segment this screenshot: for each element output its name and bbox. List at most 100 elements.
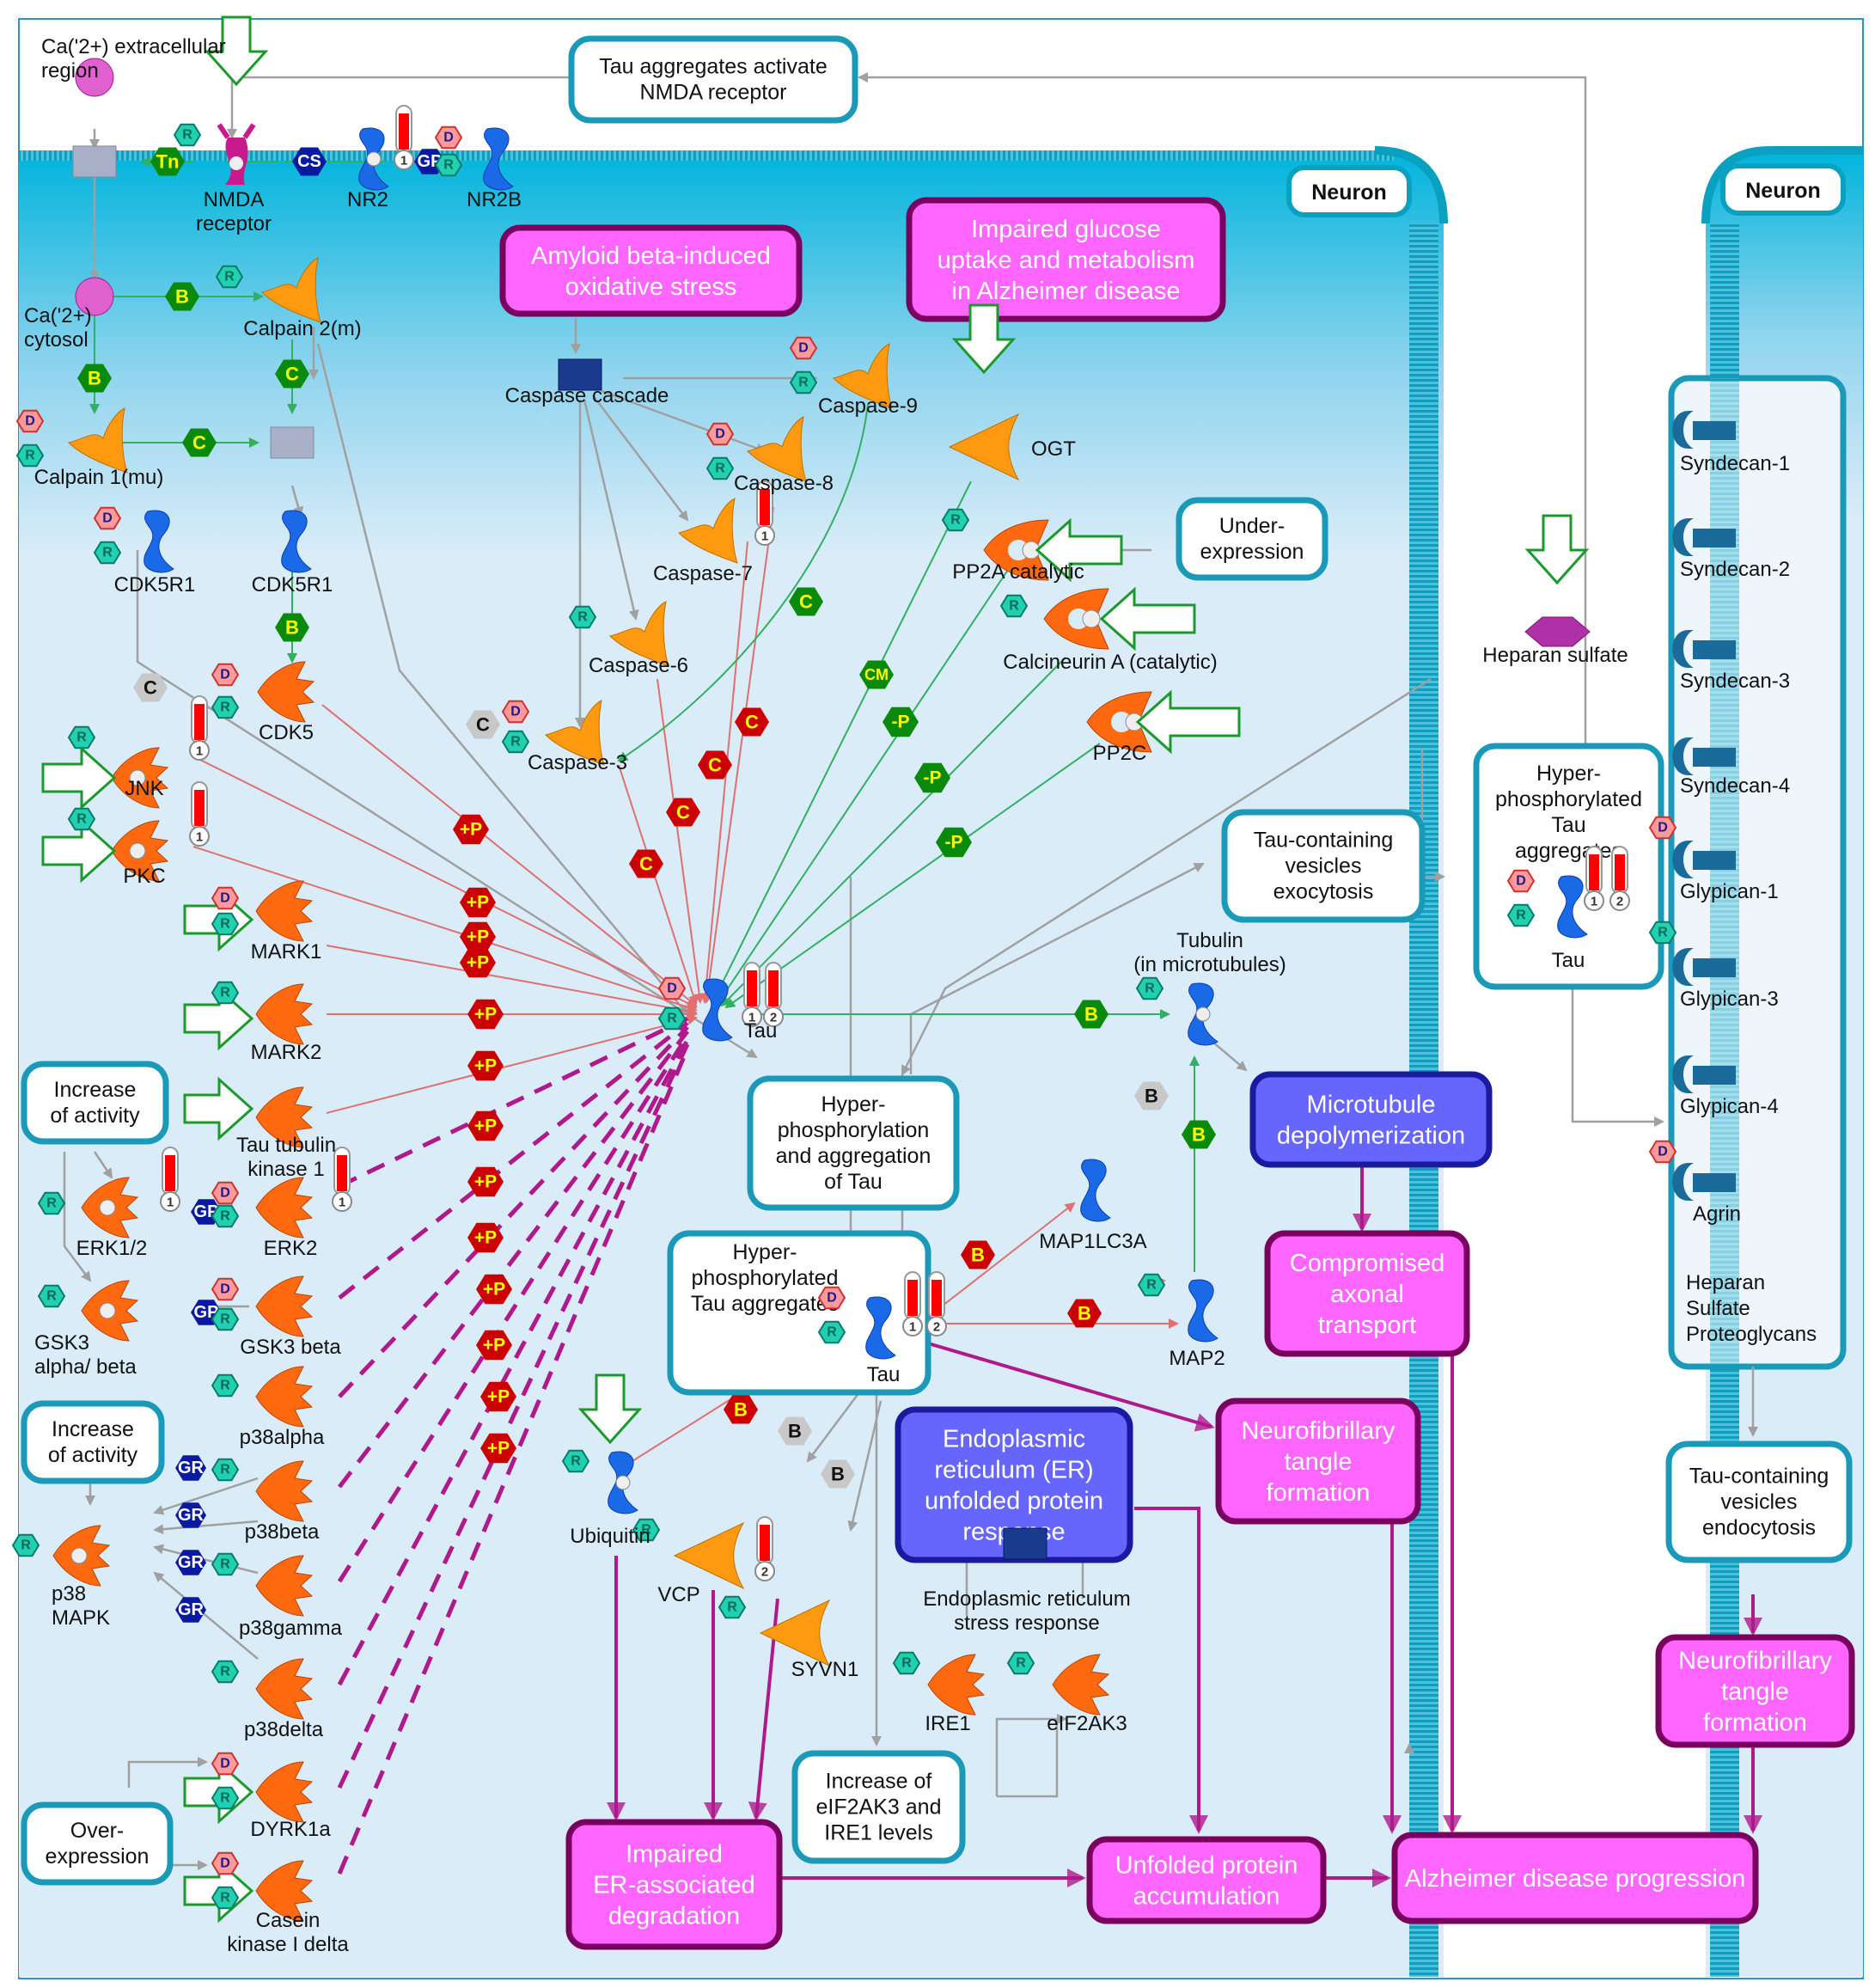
p38d-kinase[interactable]: [255, 1658, 314, 1720]
caspase-7[interactable]: [678, 498, 738, 564]
pp2c-phosphatase[interactable]: [1086, 691, 1152, 753]
glypican-1-receptor[interactable]: [1672, 841, 1736, 878]
cdk5r1-protein-b[interactable]: [281, 510, 312, 573]
svg-text:+P: +P: [487, 1439, 510, 1459]
regulation-badge: R: [211, 981, 240, 1005]
caspase-7-thermometer: 1: [754, 480, 775, 546]
caspase-cascade-icon: [558, 358, 602, 391]
calcium-extracellular[interactable]: [75, 58, 114, 97]
glypican-3-receptor[interactable]: [1672, 948, 1736, 986]
thermometer-index: 1: [167, 1196, 174, 1210]
p38b-kinase[interactable]: [255, 1460, 314, 1522]
svg-text:B: B: [788, 1421, 802, 1442]
activation-star-icon: [70, 1547, 88, 1564]
regulation-badge: R: [718, 1595, 747, 1619]
p38a-kinase[interactable]: [255, 1366, 314, 1428]
heparan-sulfate[interactable]: [1524, 616, 1591, 647]
alzheimer-progression-process[interactable]: Alzheimer disease progression: [1391, 1832, 1759, 1924]
tau-right-protein[interactable]: [1557, 875, 1588, 939]
nr2b-protein[interactable]: [483, 127, 514, 191]
svg-text:+P: +P: [474, 1172, 497, 1192]
nr2-protein[interactable]: [358, 127, 389, 191]
inhibition-arrow-icon: [41, 745, 117, 810]
syndecan-1-receptor[interactable]: [1672, 411, 1736, 449]
svg-text:B: B: [831, 1464, 845, 1485]
mark1-kinase[interactable]: [255, 880, 314, 942]
syndecan-4-receptor[interactable]: [1672, 737, 1736, 775]
map1lc3a-protein[interactable]: [1080, 1159, 1111, 1222]
regulation-badge: R: [1506, 903, 1536, 927]
cdk5-kinase[interactable]: [257, 661, 315, 723]
eif2ak3-kinase[interactable]: [1052, 1654, 1110, 1716]
tau-aggregate-protein[interactable]: [865, 1296, 896, 1360]
svg-text:B: B: [175, 286, 189, 308]
erk12-kinase[interactable]: [81, 1177, 139, 1239]
p38g-kinase[interactable]: [255, 1555, 314, 1617]
gsk3ab-kinase[interactable]: [81, 1280, 139, 1342]
ogt-enzyme[interactable]: [948, 413, 1020, 481]
dyrk1a-kinase[interactable]: [255, 1761, 314, 1823]
dna-badge: D: [211, 1181, 240, 1205]
vcp-enzyme[interactable]: [673, 1521, 745, 1590]
caspase-9[interactable]: [833, 343, 893, 409]
caspase-6[interactable]: [609, 601, 669, 667]
regulation-badge: R: [37, 1284, 66, 1308]
ire1-kinase[interactable]: [927, 1654, 986, 1716]
caspase6-label: Caspase-6: [589, 654, 688, 677]
nr2-label: NR2: [347, 188, 388, 211]
syvn1-enzyme[interactable]: [759, 1599, 831, 1667]
ubiquitin-protein[interactable]: [608, 1451, 638, 1514]
pkc-kinase[interactable]: [111, 820, 169, 882]
pp2a-label: PP2A catalytic: [952, 560, 1084, 584]
regulation-badge: R: [892, 1651, 921, 1675]
calpain-2[interactable]: [261, 257, 321, 323]
caspase9-label: Caspase-9: [818, 395, 918, 418]
svg-text:D: D: [220, 1282, 230, 1297]
jnk-kinase[interactable]: [111, 747, 169, 809]
calcineurin-phosphatase[interactable]: [1043, 588, 1109, 650]
caspase3-label: Caspase-3: [528, 751, 627, 774]
syndecan-2-receptor[interactable]: [1672, 518, 1736, 556]
ck1d-kinase[interactable]: [255, 1860, 314, 1922]
binding-badge: B: [724, 1395, 758, 1424]
p38mapk-kinase[interactable]: [52, 1525, 111, 1587]
edges: [63, 72, 1762, 1887]
mark2-kinase[interactable]: [255, 983, 314, 1045]
erk2-kinase[interactable]: [255, 1177, 314, 1239]
tau-protein[interactable]: [702, 978, 733, 1042]
svg-text:B: B: [971, 1245, 985, 1266]
phosphorylation-badge: +P: [480, 1381, 516, 1412]
tubulin-protein[interactable]: [1188, 982, 1218, 1046]
tau-right-thermometer-2: 2: [1609, 846, 1630, 911]
calpain-1[interactable]: [68, 407, 128, 474]
glypican-4-receptor[interactable]: [1672, 1055, 1736, 1093]
syndecan-3-receptor[interactable]: [1672, 630, 1736, 668]
neuron-right-title: Neuron: [1745, 179, 1821, 203]
caspase-3[interactable]: [545, 700, 605, 766]
gsk3b-kinase[interactable]: [255, 1275, 314, 1337]
cdk5r1-protein-a[interactable]: [144, 510, 174, 573]
ttbk1-kinase[interactable]: [255, 1086, 314, 1148]
caspase-8[interactable]: [747, 416, 807, 482]
calcium-cytosol[interactable]: [75, 277, 114, 316]
syndecan4-label: Syndecan-4: [1680, 774, 1790, 798]
agrin-receptor[interactable]: [1672, 1163, 1736, 1201]
neuron-label-left: [1286, 165, 1412, 217]
dna-badge: D: [1648, 816, 1677, 840]
activation-star-icon: [1195, 1006, 1211, 1022]
map2-protein[interactable]: [1188, 1279, 1218, 1343]
